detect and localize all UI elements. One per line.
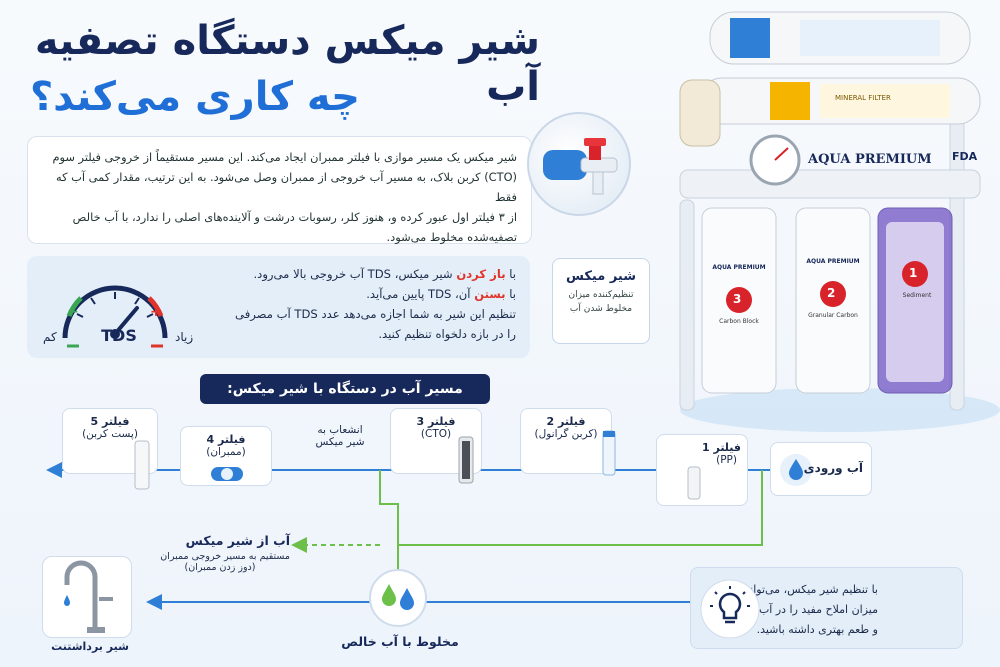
path-title: مسیر آب در دستگاه با شیر میکس: — [200, 374, 490, 404]
mix-valve-zoom — [527, 112, 631, 216]
filter-name: فیلتر 4 — [206, 433, 246, 446]
filter-5-box: فیلتر 5 (پست کربن) — [62, 408, 158, 490]
gauge-label: TDS — [101, 326, 137, 345]
housing-brand: AQUA PREMIUM — [712, 264, 766, 271]
housing-number-1: 1 — [909, 266, 918, 280]
filter-2-box: فیلتر 2 (کربن گرانول) — [520, 408, 616, 476]
callout-line: مخلوط شدن آب — [569, 304, 633, 314]
description-line: از ۳ فیلتر اول عبور کرده و، هنوز کلر، رس… — [72, 210, 517, 224]
filter-type: (پست کربن) — [82, 428, 138, 440]
close-word: بستن — [474, 287, 506, 301]
faucet-label: شیر برداشتنت — [51, 640, 129, 653]
filter-3-box: فیلتر 3 (CTO) — [390, 408, 482, 484]
post-carbon-icon — [134, 440, 150, 490]
water-drop-icon — [780, 454, 812, 486]
gauge-plus: + — [150, 304, 162, 320]
membrane-icon — [211, 467, 243, 481]
cto-cartridge-icon — [458, 436, 474, 484]
mix-water-text: آب از شیر میکس مستقیم به مسیر خروجی ممبر… — [150, 533, 290, 573]
tds-gauge-icon — [62, 285, 168, 348]
filter-name: فیلتر 5 — [90, 415, 130, 428]
tds-text: با باز کردن شیر میکس، TDS آب خروجی بالا … — [186, 264, 516, 344]
ro-system-illustration — [679, 11, 1000, 432]
filter-type: (PP) — [716, 454, 737, 466]
filter-type: (CTO) — [420, 428, 452, 440]
inlet-label: آب ورودی — [803, 461, 863, 475]
mixed-water-icon — [369, 569, 427, 627]
description-box: شیر میکس یک مسیر موازی با فیلتر ممبران ا… — [27, 136, 532, 244]
tds-open-line: با باز کردن شیر میکس، TDS آب خروجی بالا … — [253, 267, 516, 281]
filter-type: (کربن گرانول) — [534, 428, 598, 440]
filter-4-box: فیلتر 4 (ممبران) — [180, 426, 272, 486]
gauge-high-label: زیاد — [175, 330, 194, 344]
filter-name: فیلتر 2 — [546, 415, 586, 428]
filter-name: فیلتر 3 — [416, 415, 456, 428]
filter-name: فیلتر 1 — [701, 441, 741, 454]
housing-number-3: 3 — [733, 292, 742, 306]
page-title: شیر میکس دستگاه تصفیه آب — [34, 18, 540, 110]
mineral-label: MINERAL FILTER — [835, 94, 891, 102]
mix-water-title: آب از شیر میکس — [185, 533, 290, 548]
filter-type: (ممبران) — [206, 446, 246, 458]
granular-cartridge-icon — [602, 430, 616, 476]
open-word: باز کردن — [456, 267, 506, 281]
tds-line3: تنظیم این شیر به شما اجازه می‌دهد عدد TD… — [235, 307, 516, 321]
housing-number-2: 2 — [827, 286, 836, 300]
branch-label: انشعاب به شیر میکس — [315, 424, 365, 448]
housing-name: Granular Carbon — [808, 312, 858, 319]
brand-label: AQUA PREMIUM — [808, 152, 932, 167]
ro-system-image: AQUA PREMIUM FDA MINERAL FILTER AQUA PRE… — [650, 0, 1000, 440]
faucet-icon — [64, 560, 113, 633]
callout-line: تنظیم‌کننده میزان — [568, 290, 634, 300]
filter-1-box: فیلتر 1 (PP) — [656, 434, 748, 506]
mix-valve-icon — [543, 138, 618, 195]
housing-name: Sediment — [902, 292, 932, 299]
pp-cartridge-icon — [687, 466, 701, 500]
mix-water-line: مستقیم به مسیر خروجی ممبران — [160, 551, 290, 562]
tds-box: با باز کردن شیر میکس، TDS آب خروجی بالا … — [27, 256, 530, 358]
tip-box: با تنظیم شیر میکس، می‌توانید میزان املاح… — [690, 567, 963, 649]
page-subtitle: چه کاری می‌کند؟ — [29, 74, 360, 120]
mix-water-line: (دوز زدن ممبران) — [184, 562, 256, 573]
housing-brand: AQUA PREMIUM — [806, 258, 860, 265]
callout-title: شیر میکس — [566, 269, 636, 284]
tds-line4: را در بازه دلخواه تنظیم کنید. — [378, 327, 516, 341]
gauge-minus: − — [67, 304, 79, 320]
gauge-low-label: کم — [43, 330, 57, 344]
description-line: (CTO) کربن بلاک، به مسیر آب خروجی از ممب… — [56, 170, 517, 204]
lightbulb-icon — [700, 579, 760, 639]
faucet-box — [42, 556, 132, 638]
housing-name: Carbon Block — [719, 318, 759, 325]
mix-valve-callout: شیر میکس تنظیم‌کننده میزان مخلوط شدن آب — [552, 258, 650, 344]
description-line: شیر میکس یک مسیر موازی با فیلتر ممبران ا… — [52, 150, 517, 164]
inlet-box: آب ورودی — [770, 442, 872, 496]
description-line: تصفیه‌شده مخلوط می‌شود. — [386, 230, 517, 244]
tds-close-line: با بستن آن، TDS پایین می‌آید. — [366, 287, 516, 301]
mixed-label: مخلوط با آب خالص — [341, 634, 459, 649]
fda-label: FDA — [952, 150, 978, 163]
